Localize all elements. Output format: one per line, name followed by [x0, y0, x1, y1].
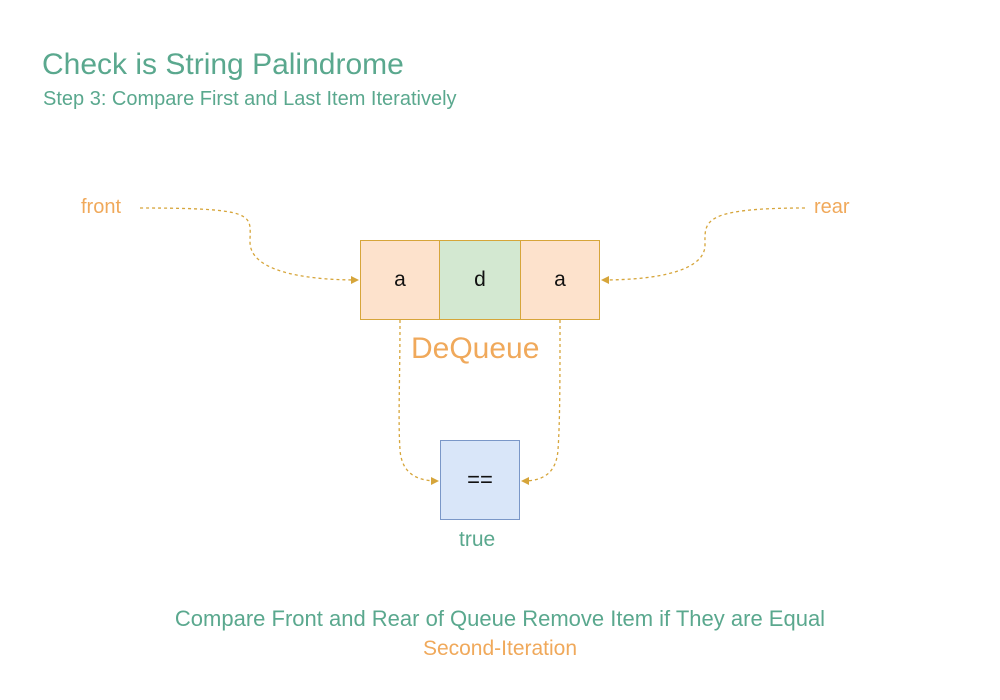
- diagram-title: Check is String Palindrome: [42, 48, 404, 81]
- rear-pointer-label: rear: [814, 196, 850, 218]
- diagram-subtitle: Step 3: Compare First and Last Item Iter…: [43, 88, 457, 110]
- dequeue-item-front: a: [360, 240, 440, 320]
- front-pointer-arrow: [139, 207, 359, 284]
- compare-operator-box: ==: [440, 440, 520, 520]
- compare-result-label: true: [459, 528, 496, 551]
- rear-pointer-arrow: [601, 207, 806, 284]
- footer-caption: Compare Front and Rear of Queue Remove I…: [174, 606, 826, 631]
- dequeue-item-rear: a: [520, 240, 600, 320]
- dequeue-label: DeQueue: [411, 332, 540, 365]
- dequeue-item-middle: d: [440, 240, 520, 320]
- front-pointer-label: front: [81, 196, 122, 218]
- iteration-label: Second-Iteration: [422, 637, 578, 660]
